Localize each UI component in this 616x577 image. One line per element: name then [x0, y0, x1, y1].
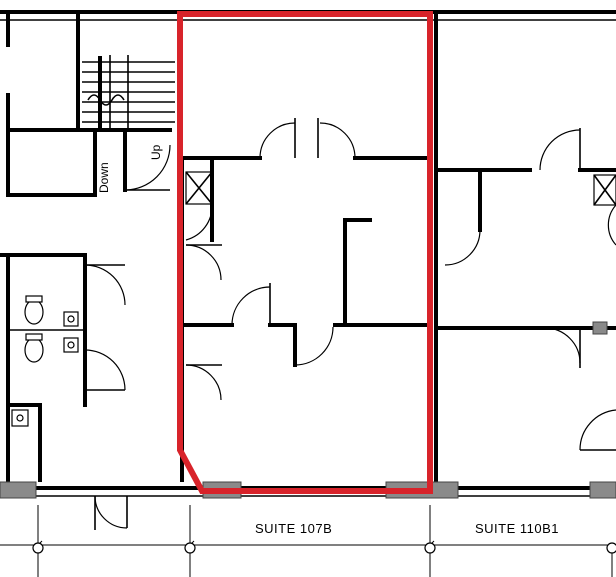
grid-bubble	[184, 542, 196, 554]
suite-107b-label: SUITE 107B	[255, 521, 332, 536]
toilet-icon	[24, 333, 44, 363]
suite-110b1-walls	[434, 10, 616, 482]
column-icon	[592, 321, 608, 335]
suite-107b-highlight[interactable]	[177, 11, 433, 494]
grid-bubble	[32, 542, 44, 554]
mop-sink-icon	[11, 409, 29, 427]
grid-bubbles	[32, 542, 616, 577]
sink-icon	[63, 311, 79, 327]
stair-treads	[82, 55, 175, 132]
stair-up-label: Up	[149, 144, 163, 160]
restroom-block	[0, 253, 126, 482]
stair-core: Down Up	[6, 10, 175, 197]
column-icon	[0, 481, 37, 499]
suite-107b-walls	[178, 118, 432, 482]
toilet-icon	[24, 295, 44, 325]
grid-bubble	[424, 542, 436, 554]
grid-bubble	[606, 542, 616, 554]
suite-110b1-label: SUITE 110B1	[475, 521, 559, 536]
column-icon	[589, 481, 616, 499]
sink-icon	[63, 337, 79, 353]
stair-down-label: Down	[97, 162, 111, 193]
